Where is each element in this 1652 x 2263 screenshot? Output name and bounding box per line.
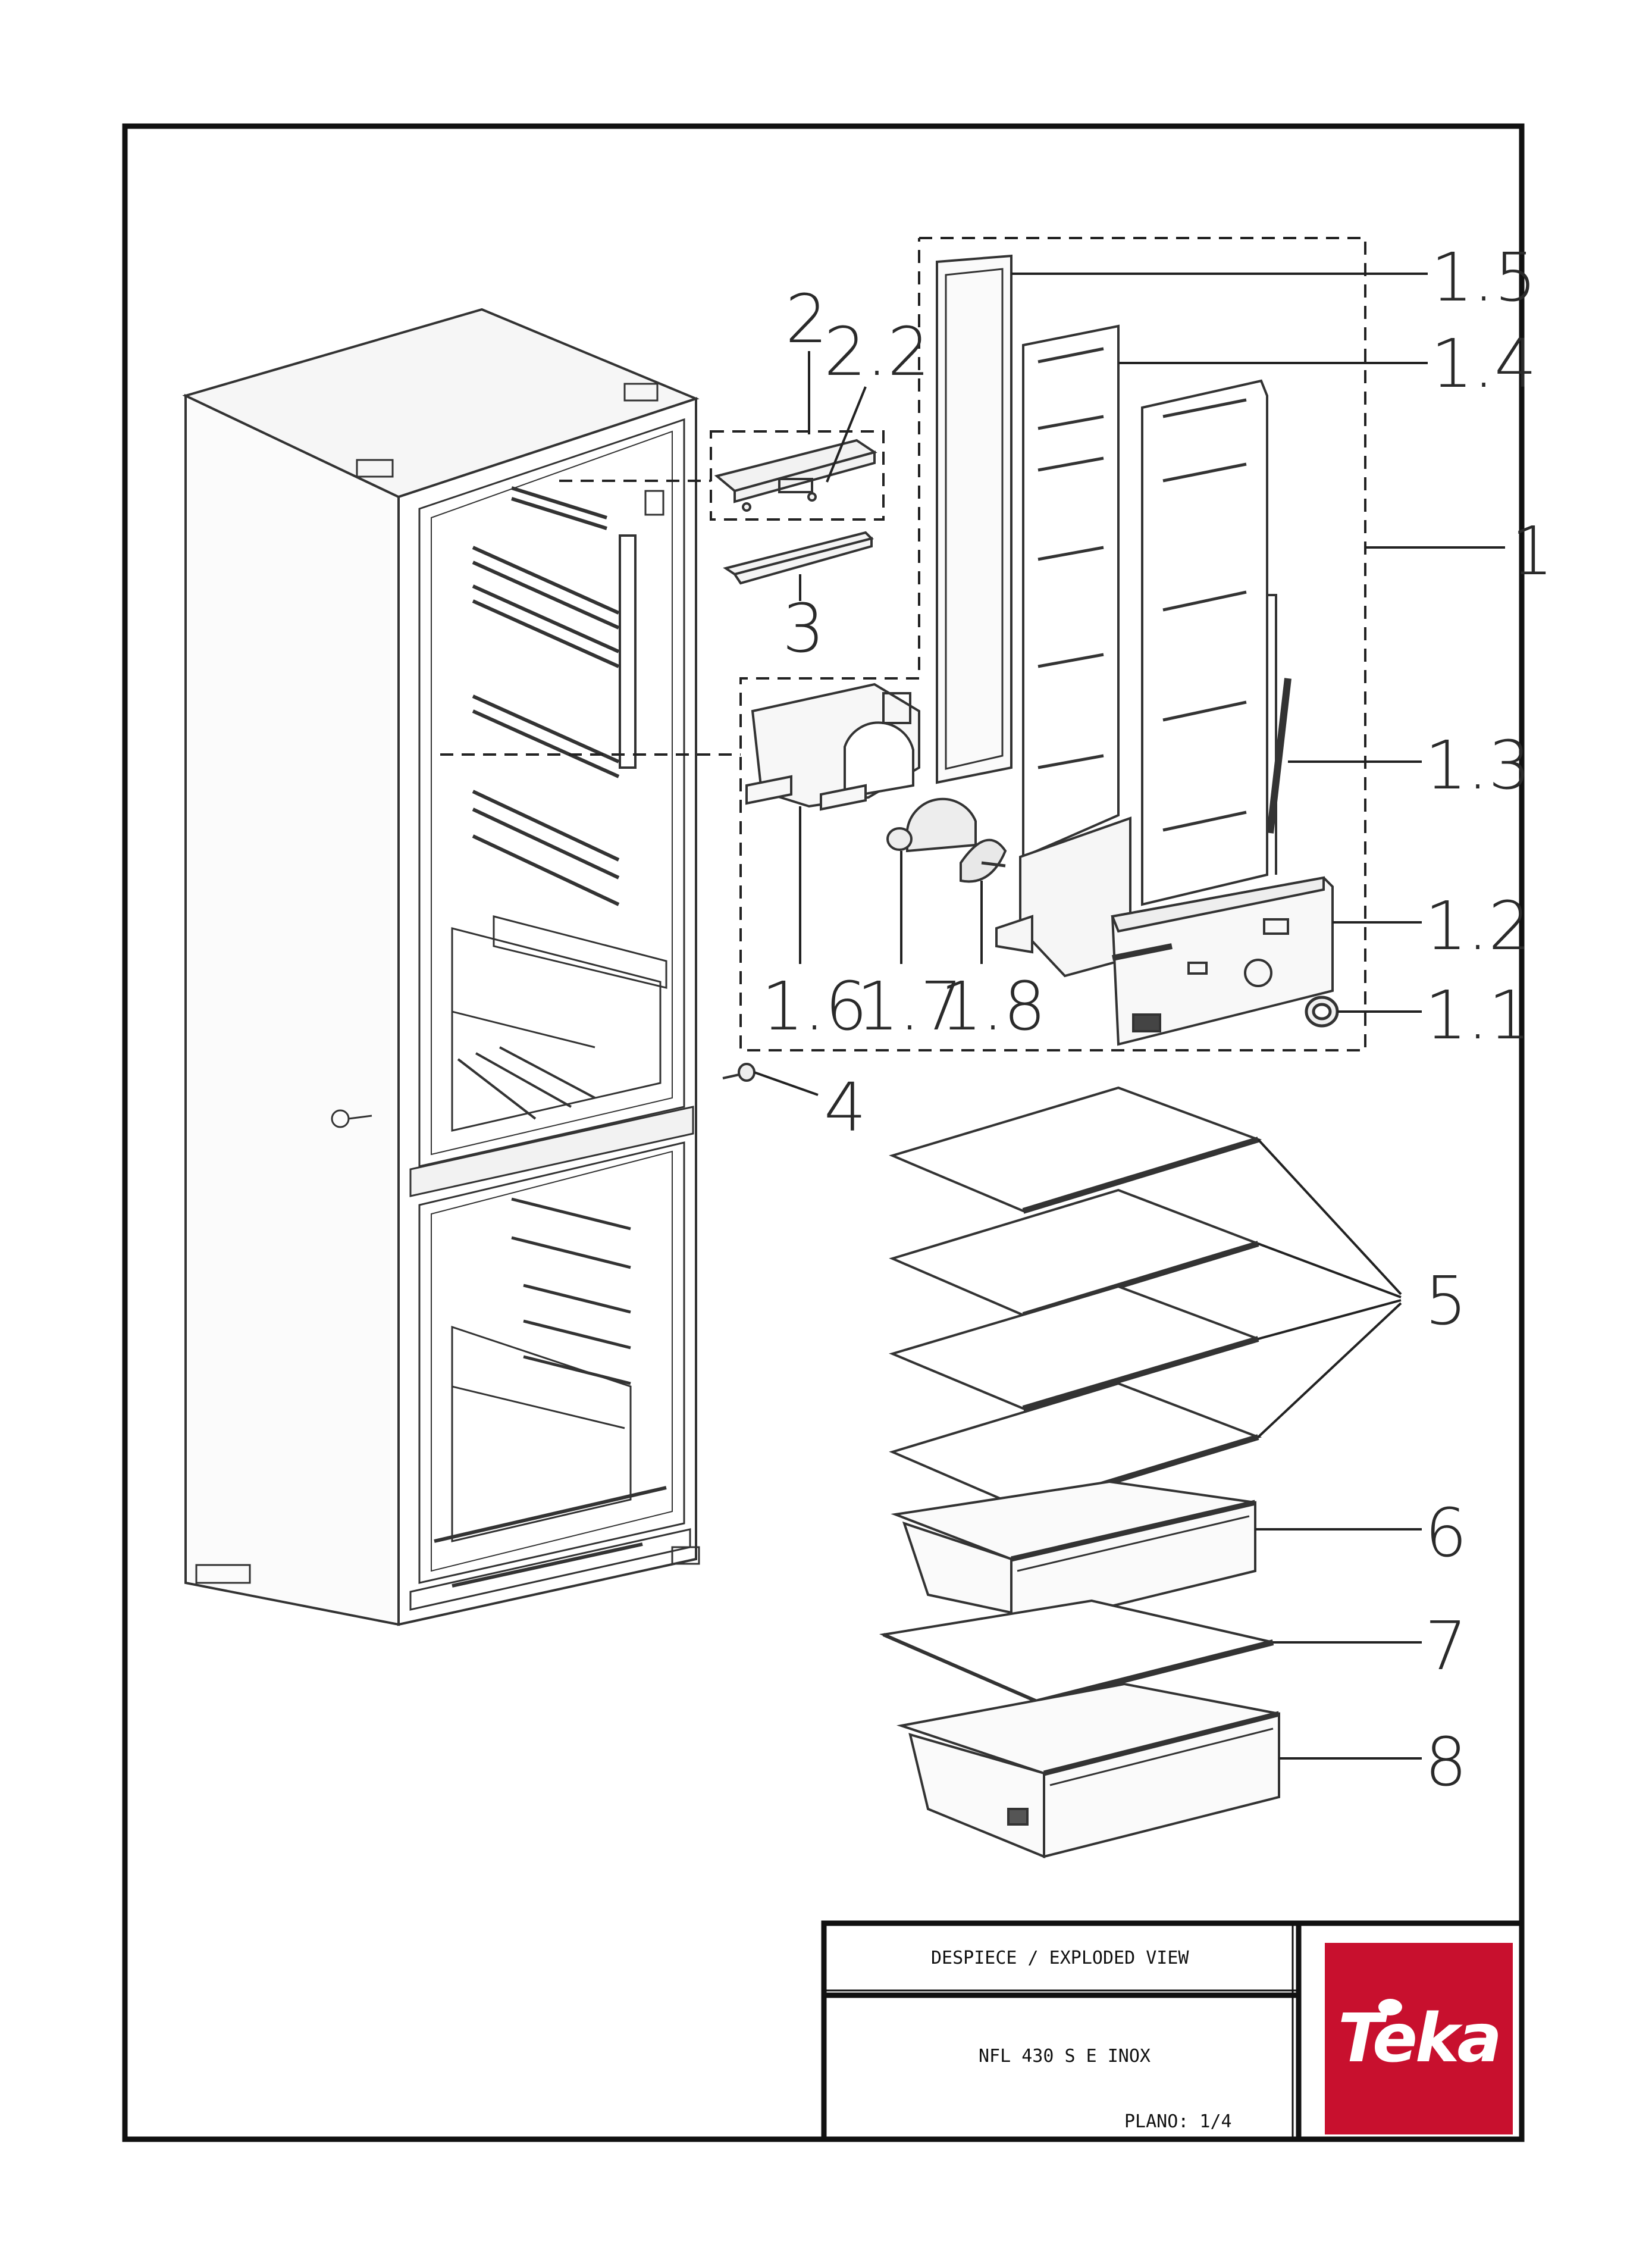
glass-shelf-2 bbox=[889, 1188, 1262, 1318]
callout-3: 3 bbox=[782, 590, 825, 668]
callout-1-6: 1.6 bbox=[761, 968, 867, 1046]
title-block-sheet: PLANO: 1/4 bbox=[1124, 2111, 1232, 2132]
hinge-screw-part-4 bbox=[722, 1063, 756, 1082]
teka-logo-dot-icon bbox=[1378, 1999, 1402, 2015]
fan-housing-part-1-6 bbox=[745, 683, 920, 811]
duct-panel-part-1-5 bbox=[936, 254, 1012, 784]
callout-1-4: 1.4 bbox=[1431, 325, 1537, 403]
callout-1-7: 1.7 bbox=[857, 968, 963, 1046]
lamp-diffuser-part-3 bbox=[723, 531, 874, 585]
callout-1-8: 1.8 bbox=[940, 968, 1046, 1046]
fan-blade-part-1-8 bbox=[960, 838, 1007, 883]
thermostat-knob-part-1-1 bbox=[1305, 996, 1339, 1028]
callout-7: 7 bbox=[1425, 1608, 1467, 1685]
callout-8: 8 bbox=[1425, 1724, 1467, 1801]
teka-logo-wordmark: Teka bbox=[1338, 2000, 1502, 2077]
rear-duct-part-1-4 bbox=[995, 324, 1131, 978]
crisper-cover-part-7 bbox=[879, 1599, 1274, 1705]
fan-motor-part-1-7 bbox=[886, 797, 977, 853]
leader-lines bbox=[754, 273, 1505, 1760]
freezer-drawer-part-8 bbox=[896, 1682, 1280, 1858]
glass-shelf-1 bbox=[889, 1086, 1262, 1214]
callout-labels: 1.5 1.4 1 1.3 1.2 1.1 2 2.2 3 1.6 1.7 1.… bbox=[761, 239, 1553, 1801]
title-block-frame bbox=[821, 1920, 1525, 2142]
lamp-housing-part-2 bbox=[714, 439, 877, 512]
callout-1-3: 1.3 bbox=[1425, 727, 1531, 805]
glass-shelf-3 bbox=[889, 1285, 1262, 1411]
callout-1-2: 1.2 bbox=[1425, 888, 1531, 965]
seal-strip-part-1-3 bbox=[1267, 678, 1291, 834]
crisper-drawer-part-6 bbox=[891, 1480, 1256, 1632]
assembly-boundaries bbox=[440, 237, 1366, 1051]
teka-logo: Teka bbox=[1325, 1943, 1513, 2134]
callout-5: 5 bbox=[1425, 1263, 1467, 1340]
glass-shelves-part-5 bbox=[889, 1086, 1262, 1511]
callout-1: 1 bbox=[1511, 513, 1553, 590]
front-duct-part-1-2 bbox=[1111, 379, 1334, 1046]
callout-2-2: 2.2 bbox=[824, 314, 930, 391]
title-block-model: NFL 430 S E INOX bbox=[979, 2046, 1151, 2067]
callout-6: 6 bbox=[1425, 1495, 1467, 1572]
callout-1-1: 1.1 bbox=[1425, 977, 1531, 1054]
refrigerator-cabinet bbox=[182, 308, 700, 1626]
callout-2: 2 bbox=[785, 281, 827, 358]
title-block-title: DESPIECE / EXPLODED VIEW bbox=[931, 1948, 1189, 1968]
callout-1-5: 1.5 bbox=[1431, 239, 1537, 317]
callout-4: 4 bbox=[824, 1069, 866, 1147]
